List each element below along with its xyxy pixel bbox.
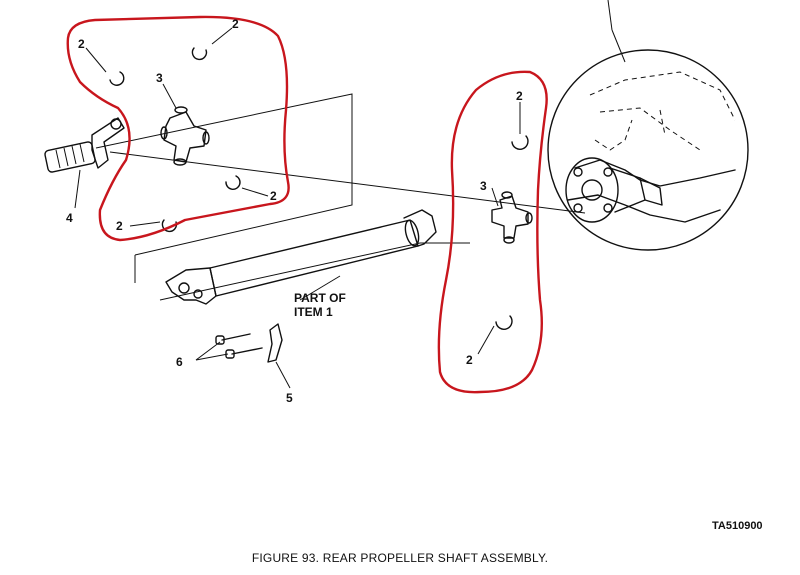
snap-ring xyxy=(511,135,529,150)
differential-detail xyxy=(547,49,749,251)
u-joint-left xyxy=(160,106,210,166)
snap-ring xyxy=(191,47,208,61)
leader-top-line xyxy=(607,0,613,31)
strap-and-bolts xyxy=(215,323,283,363)
slip-yoke xyxy=(44,117,125,173)
callout-4: 4 xyxy=(66,211,73,225)
snap-ring xyxy=(109,71,125,86)
callout-2: 2 xyxy=(270,189,277,203)
callout-3: 3 xyxy=(480,179,487,193)
leader-lines xyxy=(74,27,521,389)
callout-6: 6 xyxy=(176,355,183,369)
detail-circle xyxy=(547,49,749,251)
u-joint-right xyxy=(491,191,533,244)
callout-2: 2 xyxy=(116,219,123,233)
leader-to-detail xyxy=(611,29,626,63)
flange-face xyxy=(565,157,619,223)
reference-plane xyxy=(95,93,470,301)
snap-rings-right xyxy=(495,135,529,330)
callout-2: 2 xyxy=(232,17,239,31)
callout-2: 2 xyxy=(516,89,523,103)
highlight-left xyxy=(66,15,290,242)
part-label-line2: ITEM 1 xyxy=(294,305,333,319)
bolt xyxy=(221,333,251,341)
callout-5: 5 xyxy=(286,391,293,405)
snap-ring xyxy=(495,315,513,330)
part-label-line1: PART OF xyxy=(294,291,346,305)
figure-caption: FIGURE 93. REAR PROPELLER SHAFT ASSEMBLY… xyxy=(251,551,549,565)
callout-2: 2 xyxy=(466,353,473,367)
propeller-shaft-tube xyxy=(165,209,437,305)
highlight-right xyxy=(437,70,548,394)
snap-ring xyxy=(225,175,241,190)
bolt xyxy=(231,347,263,355)
center-axis-line xyxy=(109,151,586,214)
callout-3: 3 xyxy=(156,71,163,85)
strap xyxy=(267,323,283,363)
figure-id: TA510900 xyxy=(712,520,763,532)
callout-2: 2 xyxy=(78,37,85,51)
